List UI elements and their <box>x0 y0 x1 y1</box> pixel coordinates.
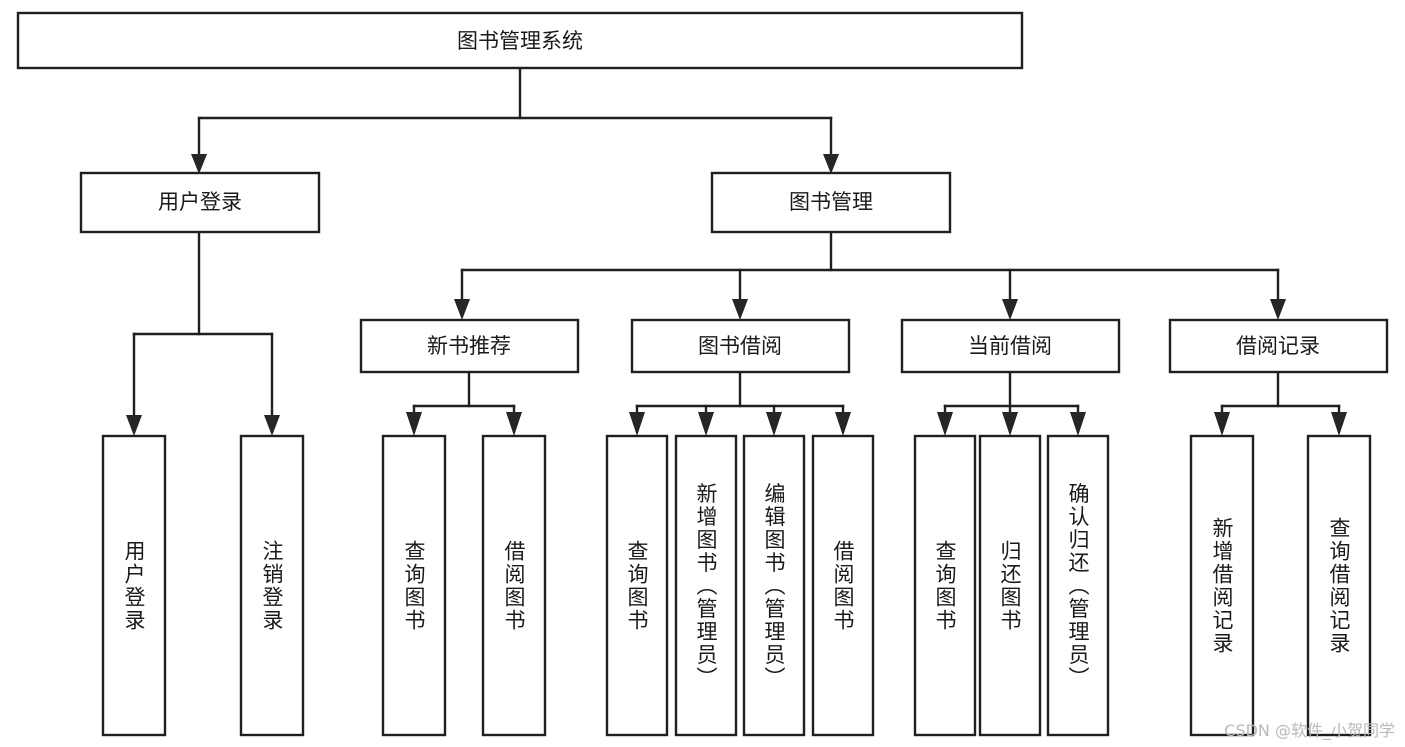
node-leaf-borrow-book-1-box[interactable] <box>481 434 547 737</box>
node-leaf-query-book-2-label: 查询图书 <box>625 540 649 632</box>
node-leaf-logout-login[interactable]: 注销登录 <box>239 434 305 737</box>
node-leaf-query-book-1[interactable]: 查询图书 <box>381 434 447 737</box>
node-leaf-borrow-book-1[interactable]: 借阅图书 <box>481 434 547 737</box>
node-leaf-borrow-book-2-box[interactable] <box>811 434 875 737</box>
node-leaf-query-book-3[interactable]: 查询图书 <box>913 434 977 737</box>
arrow-root-to-user-login <box>191 154 207 174</box>
node-book-borrow[interactable]: 图书借阅 <box>630 318 851 374</box>
node-user-login[interactable]: 用户登录 <box>79 171 321 234</box>
arrow-bm-to-current-borrow <box>1002 299 1018 320</box>
node-borrow-record-label: 借阅记录 <box>1236 334 1320 358</box>
node-book-management-label: 图书管理 <box>789 190 873 214</box>
arrow-bm-to-new-book-recommend <box>454 299 470 320</box>
node-leaf-confirm-return[interactable]: 确认归还（管理员） <box>1046 434 1110 737</box>
node-user-login-label: 用户登录 <box>158 190 242 214</box>
node-leaf-return-book-box[interactable] <box>978 434 1042 737</box>
node-new-book-recommend[interactable]: 新书推荐 <box>359 318 580 374</box>
node-borrow-record-box[interactable] <box>1168 318 1389 374</box>
node-book-management[interactable]: 图书管理 <box>710 171 952 234</box>
node-leaf-add-record-box[interactable] <box>1189 434 1255 737</box>
node-leaf-add-record-label: 新增借阅记录 <box>1210 517 1234 655</box>
arrow-bb-leaf-4 <box>835 412 851 436</box>
node-current-borrow[interactable]: 当前借阅 <box>900 318 1121 374</box>
node-leaf-query-book-1-label: 查询图书 <box>402 540 426 632</box>
node-book-borrow-label: 图书借阅 <box>698 334 782 358</box>
arrow-br-leaf-1 <box>1214 412 1230 436</box>
arrow-bb-leaf-3 <box>766 412 782 436</box>
node-leaf-borrow-book-2-label: 借阅图书 <box>831 540 855 632</box>
node-book-borrow-box[interactable] <box>630 318 851 374</box>
node-book-management-box[interactable] <box>710 171 952 234</box>
node-leaf-user-login-label: 用户登录 <box>122 540 146 632</box>
node-leaf-edit-book-box[interactable] <box>742 434 806 737</box>
arrow-user-login-leaf-2 <box>264 415 280 436</box>
arrow-user-login-leaf-1 <box>126 415 142 436</box>
node-leaf-query-record-label: 查询借阅记录 <box>1327 517 1351 655</box>
node-leaf-user-login-box[interactable] <box>101 434 167 737</box>
node-leaf-add-book-box[interactable] <box>674 434 738 737</box>
node-root[interactable]: 图书管理系统 <box>16 11 1024 70</box>
arrow-nbr-leaf-2 <box>506 412 522 436</box>
node-new-book-recommend-label: 新书推荐 <box>427 334 511 358</box>
node-leaf-add-book[interactable]: 新增图书（管理员） <box>674 434 738 737</box>
node-current-borrow-box[interactable] <box>900 318 1121 374</box>
arrow-bb-leaf-2 <box>698 412 714 436</box>
node-leaf-borrow-book-1-label: 借阅图书 <box>502 540 526 632</box>
node-leaf-logout-login-box[interactable] <box>239 434 305 737</box>
arrow-bm-to-book-borrow <box>732 299 748 320</box>
node-leaf-borrow-book-2[interactable]: 借阅图书 <box>811 434 875 737</box>
arrow-cb-leaf-1 <box>937 412 953 436</box>
node-borrow-record[interactable]: 借阅记录 <box>1168 318 1389 374</box>
node-leaf-edit-book-label: 编辑图书（管理员） <box>762 483 786 690</box>
node-leaf-edit-book[interactable]: 编辑图书（管理员） <box>742 434 806 737</box>
node-root-box[interactable] <box>16 11 1024 70</box>
arrow-root-to-book-management <box>823 154 839 174</box>
connector-layer <box>126 66 1347 436</box>
node-leaf-query-book-2-box[interactable] <box>605 434 669 737</box>
node-user-login-box[interactable] <box>79 171 321 234</box>
node-leaf-return-book[interactable]: 归还图书 <box>978 434 1042 737</box>
csdn-watermark: CSDN @软件_小贺同学 <box>1224 721 1395 740</box>
node-leaf-query-record[interactable]: 查询借阅记录 <box>1306 434 1372 737</box>
node-leaf-add-record[interactable]: 新增借阅记录 <box>1189 434 1255 737</box>
node-leaf-query-book-1-box[interactable] <box>381 434 447 737</box>
node-leaf-confirm-return-label: 确认归还（管理员） <box>1066 483 1090 690</box>
node-leaf-user-login[interactable]: 用户登录 <box>101 434 167 737</box>
arrow-bm-to-borrow-record <box>1270 299 1286 320</box>
node-leaf-query-book-2[interactable]: 查询图书 <box>605 434 669 737</box>
node-leaf-query-book-3-box[interactable] <box>913 434 977 737</box>
node-leaf-query-record-box[interactable] <box>1306 434 1372 737</box>
node-new-book-recommend-box[interactable] <box>359 318 580 374</box>
arrow-nbr-leaf-1 <box>406 412 422 436</box>
node-current-borrow-label: 当前借阅 <box>968 334 1052 358</box>
arrow-cb-leaf-3 <box>1070 412 1086 436</box>
node-leaf-query-book-3-label: 查询图书 <box>933 540 957 632</box>
node-leaf-confirm-return-box[interactable] <box>1046 434 1110 737</box>
node-leaf-add-book-label: 新增图书（管理员） <box>694 483 718 690</box>
arrow-bb-leaf-1 <box>629 412 645 436</box>
node-leaf-return-book-label: 归还图书 <box>998 540 1022 632</box>
arrow-cb-leaf-2 <box>1002 412 1018 436</box>
node-root-label: 图书管理系统 <box>457 29 583 53</box>
arrow-br-leaf-2 <box>1331 412 1347 436</box>
node-leaf-logout-login-label: 注销登录 <box>260 540 284 632</box>
